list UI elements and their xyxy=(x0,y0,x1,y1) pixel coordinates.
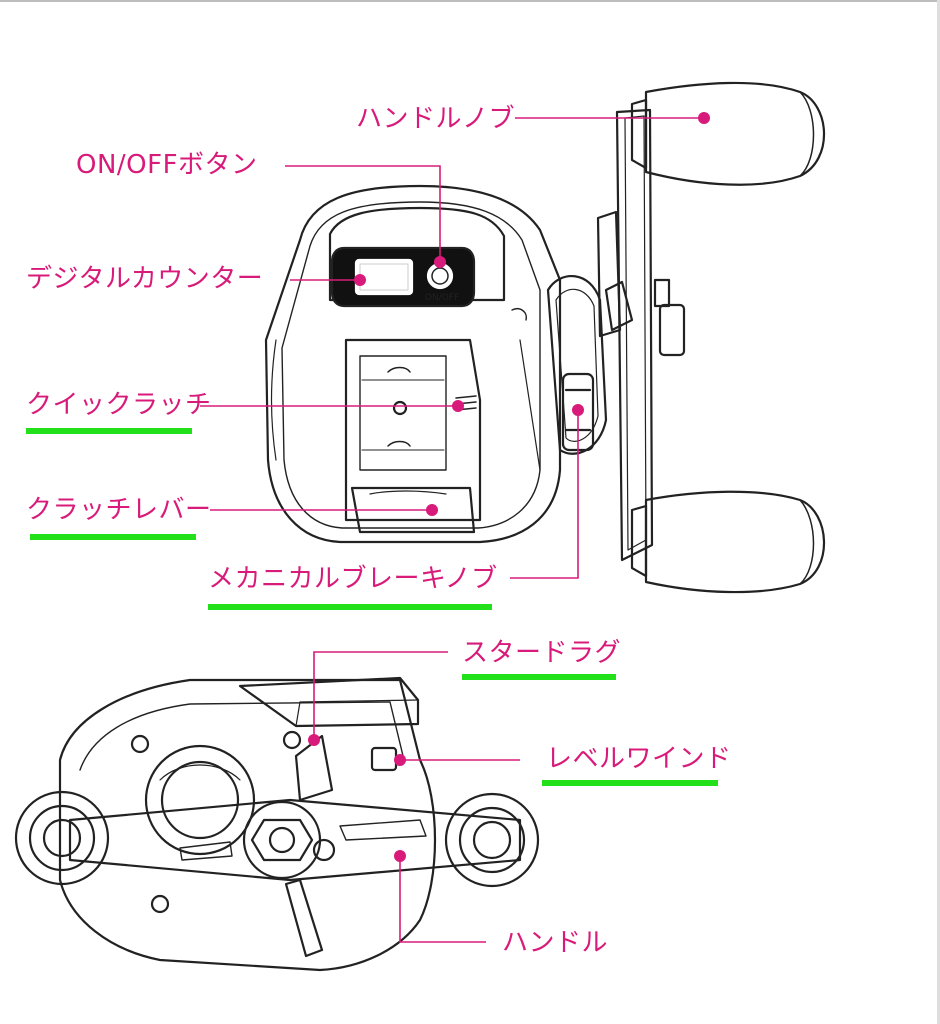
dot-handle xyxy=(394,850,406,862)
dot-level-wind xyxy=(394,754,406,766)
label-handle-knob: ハンドルノブ xyxy=(356,104,516,134)
level-wind-shape xyxy=(370,746,398,772)
label-mechanical-brake-knob: メカニカルブレーキノブ xyxy=(208,564,498,594)
brand-text: SHIMANO xyxy=(365,238,419,249)
label-quick-clutch: クイックラッチ xyxy=(26,390,212,420)
top-border xyxy=(0,0,940,2)
center-nut xyxy=(242,800,322,880)
dot-star-drag xyxy=(308,734,320,746)
leader-lines xyxy=(200,117,704,943)
label-on-off-button: ON/OFFボタン xyxy=(76,150,258,180)
dot-counter xyxy=(354,274,366,286)
button-text: ON/OFF xyxy=(425,293,459,303)
right-side-knob xyxy=(444,792,540,888)
label-clutch-lever: クラッチレバー xyxy=(26,495,212,525)
right-border xyxy=(937,0,940,1024)
top-knob xyxy=(644,81,826,186)
highlight-star-drag xyxy=(462,674,616,680)
side-handle-arm xyxy=(68,798,522,882)
highlight-quick-clutch xyxy=(26,428,192,434)
side-body xyxy=(58,678,437,972)
dot-handle-knob xyxy=(698,112,710,124)
label-handle: ハンドル xyxy=(502,928,609,958)
reel-body xyxy=(264,184,562,544)
bottom-knob xyxy=(644,490,826,594)
dot-quick-clutch xyxy=(452,400,464,412)
dot-clutch-lever xyxy=(426,504,438,516)
highlight-clutch-lever xyxy=(30,534,196,540)
label-star-drag: スタードラグ xyxy=(462,638,622,668)
handle-arm xyxy=(615,108,654,562)
left-side-knob xyxy=(14,790,110,886)
dot-brake-knob xyxy=(572,404,584,416)
dot-on-off xyxy=(434,256,446,268)
label-digital-counter: デジタルカウンター xyxy=(26,264,264,294)
label-level-wind: レベルワインド xyxy=(546,744,732,774)
highlight-level-wind xyxy=(542,780,718,786)
clutch-lever-shape xyxy=(350,486,476,534)
highlight-mechanical-brake-knob xyxy=(208,604,492,610)
